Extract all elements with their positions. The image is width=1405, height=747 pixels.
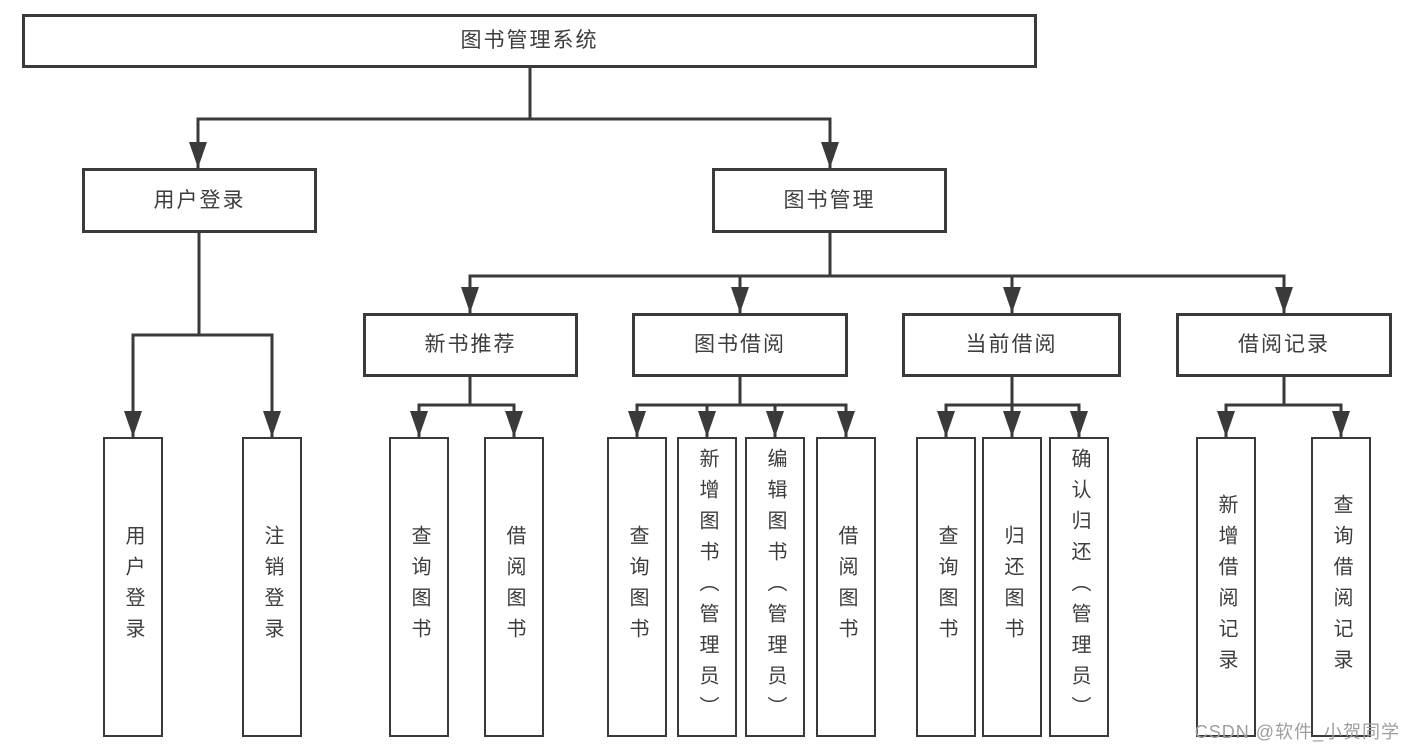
node-label: 新书推荐 <box>424 333 517 357</box>
node-label: 图书管理系统 <box>460 29 599 53</box>
node-label: 查询图书 <box>935 525 957 649</box>
node-label: 用户登录 <box>122 525 144 649</box>
node-label: 借阅图书 <box>835 525 857 649</box>
node-new-book-recommendation: 新书推荐 <box>363 313 578 377</box>
leaf-query-borrow-record: 查询借阅记录 <box>1311 437 1371 737</box>
node-label: 编辑图书（管理员） <box>764 447 786 727</box>
node-book-borrowing: 图书借阅 <box>632 313 848 377</box>
node-label: 借阅记录 <box>1238 333 1330 357</box>
node-label: 归还图书 <box>1001 525 1023 649</box>
leaf-query-books-2: 查询图书 <box>607 437 667 737</box>
node-label: 新增借阅记录 <box>1215 494 1237 680</box>
leaf-logout: 注销登录 <box>242 437 302 737</box>
node-label: 注销登录 <box>261 525 283 649</box>
node-label: 借阅图书 <box>503 525 525 649</box>
leaf-query-books-1: 查询图书 <box>389 437 449 737</box>
node-label: 图书借阅 <box>694 333 786 357</box>
leaf-confirm-return-admin: 确认归还（管理员） <box>1049 437 1109 737</box>
node-label: 用户登录 <box>153 188 246 212</box>
node-user-login: 用户登录 <box>82 168 317 233</box>
leaf-borrow-books-2: 借阅图书 <box>816 437 876 737</box>
node-label: 新增图书（管理员） <box>696 447 718 727</box>
node-label: 当前借阅 <box>965 333 1058 357</box>
node-root: 图书管理系统 <box>22 14 1037 68</box>
node-label: 确认归还（管理员） <box>1068 447 1090 727</box>
leaf-add-borrow-record: 新增借阅记录 <box>1196 437 1256 737</box>
node-book-management: 图书管理 <box>712 168 947 233</box>
leaf-return-books: 归还图书 <box>982 437 1042 737</box>
node-label: 查询借阅记录 <box>1330 494 1352 680</box>
leaf-user-login: 用户登录 <box>103 437 163 737</box>
node-borrow-records: 借阅记录 <box>1176 313 1392 377</box>
node-label: 查询图书 <box>408 525 430 649</box>
leaf-query-books-3: 查询图书 <box>916 437 976 737</box>
node-label: 图书管理 <box>783 188 876 212</box>
leaf-borrow-books-1: 借阅图书 <box>484 437 544 737</box>
csdn-watermark: CSDN @软件_小贺同学 <box>1194 722 1400 742</box>
node-current-borrowing: 当前借阅 <box>902 313 1121 377</box>
leaf-add-books-admin: 新增图书（管理员） <box>677 437 737 737</box>
node-label: 查询图书 <box>626 525 648 649</box>
leaf-edit-books-admin: 编辑图书（管理员） <box>745 437 805 737</box>
